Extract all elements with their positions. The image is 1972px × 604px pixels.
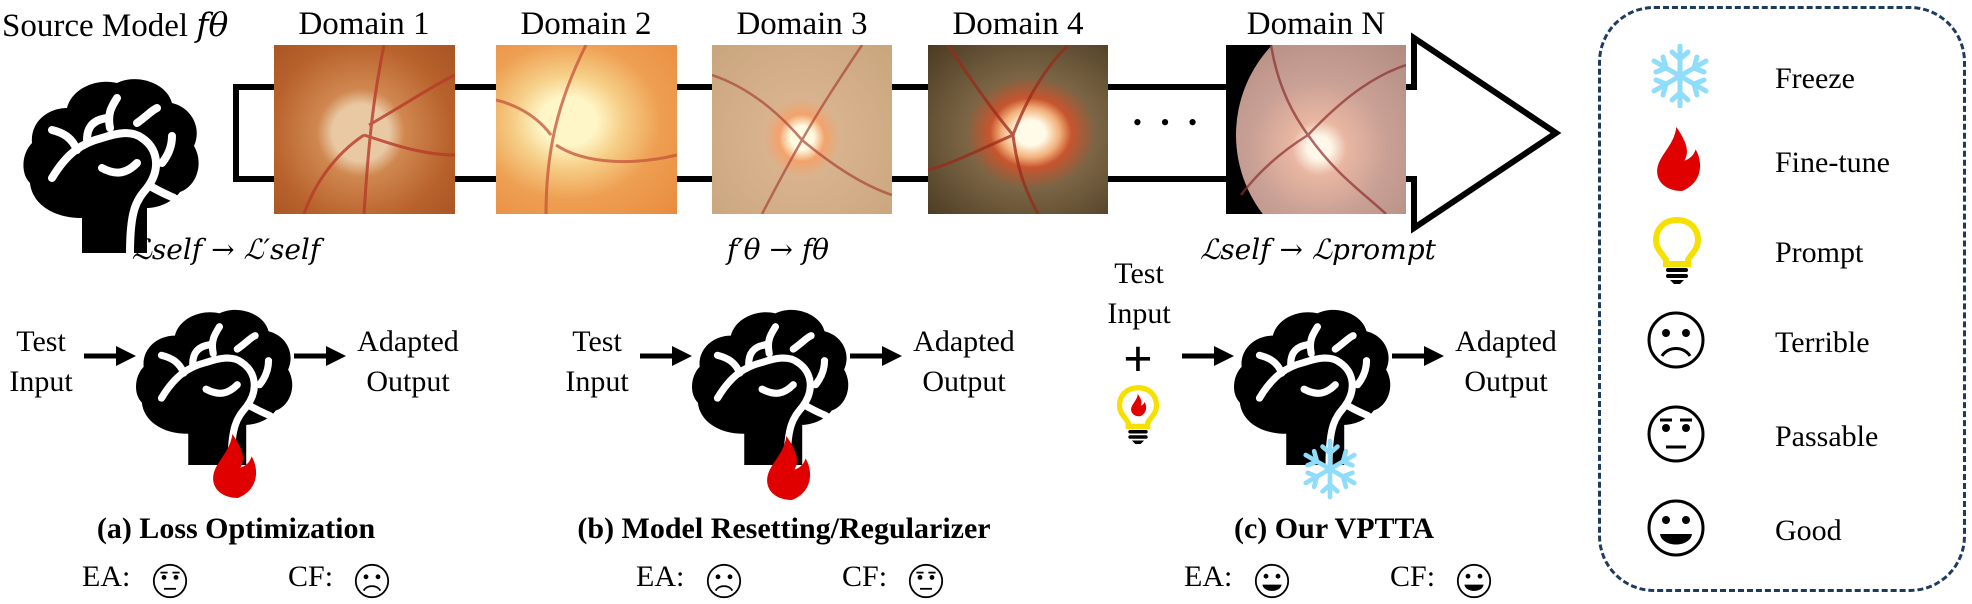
domain-4-fundus-image [928,45,1108,214]
panel-b-output-arrow-icon [850,346,902,366]
panel-b-input-arrow-icon [640,346,692,366]
panel-c-caption: (c) Our VPTTA [1234,512,1434,545]
panel-a-output-arrow-icon [294,346,346,366]
panel-b-caption: (b) Model Resetting/Regularizer [577,512,991,545]
panel-b-cf-neutral-face-icon [908,563,944,599]
legend-box [1598,6,1966,592]
panel-c-output-line2: Output [1464,365,1548,398]
panel-c-plus: + [1123,331,1153,388]
formula-a-arrow: → [211,233,235,266]
legend-sad-face-icon [1646,310,1706,370]
panel-b-output-line1: Adapted [913,325,1015,358]
legend-label-terrible: Terrible [1775,326,1870,359]
formula-a-to: ℒ′self [243,233,321,266]
panel-a-output-line2: Output [366,365,450,398]
panel-a-input-line1: Test [16,325,66,358]
formula-c-to: ℒprompt [1311,233,1436,266]
panel-b-input-line1: Test [572,325,622,358]
panel-a-output-label: Adapted Output [346,322,470,402]
panel-b-fire-icon [764,436,812,500]
domain-1-fundus-image [274,45,455,214]
legend-happy-face-icon [1646,498,1706,558]
formula-b-from: f′θ [726,233,761,266]
panel-c-prompt-bulb-icon [1116,384,1160,446]
formula-b-arrow: → [769,233,793,266]
legend-snowflake-icon [1650,44,1710,108]
panel-a-cf-label: CF: [288,560,334,593]
legend-label-fine-tune: Fine-tune [1775,146,1890,179]
panel-a-fire-icon [210,434,258,498]
panel-c-cf-happy-face-icon [1456,563,1492,599]
panel-b-output-line2: Output [922,365,1006,398]
panel-c-ea-label: EA: [1184,560,1233,593]
domain-2-fundus-image [496,45,677,214]
panel-c-output-label: Adapted Output [1444,322,1568,402]
panel-c-input-label: Test Input [1096,254,1182,334]
panel-a-cf-sad-face-icon [354,563,390,599]
formula-b: f′θ → fθ [727,236,829,264]
panel-c-cf-label: CF: [1390,560,1436,593]
legend-fire-icon [1654,126,1702,192]
panel-b-ea-label: EA: [636,560,685,593]
panel-b-cf-label: CF: [842,560,888,593]
panel-c-ea-happy-face-icon [1254,563,1290,599]
panel-c-input-line2: Input [1107,297,1171,330]
panel-a-input-label: Test Input [0,322,82,402]
panel-b-input-label: Test Input [554,322,640,402]
panel-a-input-line2: Input [9,365,73,398]
panel-c-output-line1: Adapted [1455,325,1557,358]
domain-label-1: Domain 1 [298,6,430,42]
domain-3-fundus-image [712,45,892,214]
domain-label-n: Domain N [1246,6,1386,42]
formula-c-from: ℒself [1200,233,1271,266]
panel-b-ea-sad-face-icon [706,563,742,599]
legend-neutral-face-icon [1646,404,1706,464]
formula-c: ℒself → ℒprompt [1200,236,1436,264]
legend-label-freeze: Freeze [1775,62,1855,95]
domain-label-3: Domain 3 [736,6,868,42]
source-model-text: Source Model [2,8,197,44]
legend-lightbulb-icon [1652,216,1702,286]
formula-a: ℒself → ℒ′self [132,236,321,264]
panel-a-ea-label: EA: [82,560,131,593]
panel-b-output-label: Adapted Output [902,322,1026,402]
source-model-label: Source Model fθ [2,8,228,43]
domain-n-fundus-image [1226,45,1406,214]
domain-label-2: Domain 2 [520,6,652,42]
panel-a-output-line1: Adapted [357,325,459,358]
ellipsis: • • • [1132,108,1204,137]
domain-label-4: Domain 4 [952,6,1084,42]
panel-c-input-arrow-icon [1182,346,1234,366]
formula-b-to: fθ [801,233,830,266]
panel-c-input-line1: Test [1114,257,1164,290]
panel-a-input-arrow-icon [84,346,136,366]
legend-label-good: Good [1775,514,1842,547]
panel-c-snowflake-icon [1302,438,1358,500]
panel-a-ea-neutral-face-icon [152,563,188,599]
formula-a-from: ℒself [131,233,203,266]
panel-a-caption: (a) Loss Optimization [96,512,376,545]
formula-c-arrow: → [1279,233,1303,266]
legend-label-passable: Passable [1775,420,1879,453]
panel-b-input-line2: Input [565,365,629,398]
source-model-symbol: fθ [196,5,229,44]
legend-label-prompt: Prompt [1775,236,1864,269]
panel-c-output-arrow-icon [1392,346,1444,366]
